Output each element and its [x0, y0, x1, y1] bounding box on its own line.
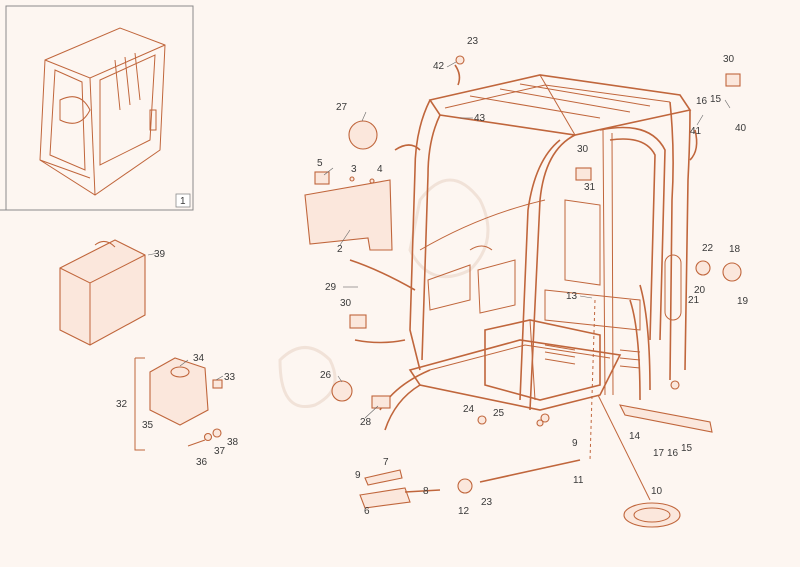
- callout-21: 21: [688, 295, 700, 306]
- callout-9-left: 9: [355, 470, 361, 481]
- callout-3: 3: [351, 164, 357, 175]
- leader-lines: [147, 61, 731, 419]
- callout-16-top: 16: [696, 96, 708, 107]
- callout-9-right: 9: [572, 438, 578, 449]
- callout-30-left: 30: [340, 298, 352, 309]
- callout-23-bottom: 23: [481, 497, 493, 508]
- cab-frame: [408, 74, 692, 427]
- callout-40: 40: [735, 123, 747, 134]
- callout-17: 17: [653, 448, 665, 459]
- callout-39: 39: [154, 249, 166, 260]
- callout-33: 33: [224, 372, 236, 383]
- callout-34: 34: [193, 353, 205, 364]
- callout-4: 4: [377, 164, 383, 175]
- callout-43: 43: [474, 113, 486, 124]
- callout-31: 31: [584, 182, 596, 193]
- part-30-left: [349, 314, 367, 329]
- part-22: [695, 260, 711, 276]
- washer-tank-assembly: [134, 357, 223, 451]
- part-12: [457, 478, 473, 494]
- callout-29: 29: [325, 282, 337, 293]
- callout-24: 24: [463, 404, 475, 415]
- part-11: [479, 459, 581, 483]
- callout-23-top: 23: [467, 36, 479, 47]
- callout-41: 41: [690, 126, 702, 137]
- part-24: [477, 415, 487, 425]
- callout-14: 14: [629, 431, 641, 442]
- callout-20: 20: [694, 285, 706, 296]
- small-parts: [331, 55, 742, 528]
- callout-6: 6: [364, 506, 370, 517]
- callout-15-top: 15: [710, 94, 722, 105]
- callout-18: 18: [729, 244, 741, 255]
- callout-10: 10: [651, 486, 663, 497]
- strip-10-lead: [597, 394, 651, 501]
- callout-2: 2: [337, 244, 343, 255]
- callout-7: 7: [383, 457, 389, 468]
- callout-38: 38: [227, 437, 239, 448]
- inset-number-box: [175, 193, 191, 208]
- callout-15-bottom: 15: [681, 443, 693, 454]
- callout-26: 26: [320, 370, 332, 381]
- part-30-right: [725, 73, 741, 87]
- part-6: [359, 487, 411, 509]
- callout-16-bottom: 16: [667, 448, 679, 459]
- callout-32: 32: [116, 399, 128, 410]
- inset-frame: 1: [0, 5, 194, 211]
- callout-12: 12: [458, 506, 470, 517]
- side-panel: [304, 171, 393, 251]
- callout-35: 35: [142, 420, 154, 431]
- callout-27: 27: [336, 102, 348, 113]
- callout-37: 37: [214, 446, 226, 457]
- callout-8: 8: [423, 486, 429, 497]
- part-10: [623, 502, 681, 528]
- part-42: [455, 55, 465, 65]
- callout-25: 25: [493, 408, 505, 419]
- inset-number: 1: [180, 196, 186, 207]
- callout-22: 22: [702, 243, 714, 254]
- callout-30-center: 30: [577, 144, 589, 155]
- callout-13: 13: [566, 291, 578, 302]
- part-27: [348, 120, 378, 150]
- part-18: [722, 262, 742, 282]
- callout-5: 5: [317, 158, 323, 169]
- callout-28: 28: [360, 417, 372, 428]
- part-26: [331, 380, 353, 402]
- callout-labels: 2 3 4 5 6 7 8 9 9 10 11 12 13 14 15 15 1…: [116, 36, 749, 517]
- callout-36: 36: [196, 457, 208, 468]
- callout-19: 19: [737, 296, 749, 307]
- part-8: [404, 489, 441, 493]
- bracket-5: [314, 171, 330, 185]
- inset-cab-thumbnail: [39, 27, 166, 196]
- callout-42: 42: [433, 61, 445, 72]
- part-30-center: [575, 167, 592, 181]
- part-14: [619, 404, 713, 433]
- callout-30-right: 30: [723, 54, 735, 65]
- part-28: [371, 395, 391, 409]
- tool-kit-case: [59, 239, 146, 346]
- part-7: [364, 469, 403, 486]
- callout-11: 11: [573, 475, 584, 486]
